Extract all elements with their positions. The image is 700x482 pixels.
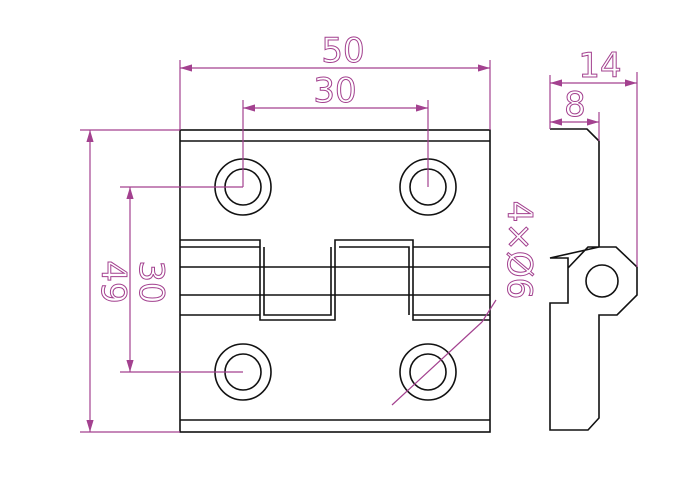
dim-hole-spacing-vertical: 30 (131, 260, 171, 303)
dim-overall-height: 49 (93, 260, 133, 303)
hinge-outline (179, 129, 491, 433)
front-view (179, 129, 491, 433)
pin-hole (585, 264, 619, 298)
dimension-lines (80, 60, 638, 433)
dim-side-thickness: 14 (578, 46, 621, 86)
dim-overall-width: 50 (321, 31, 364, 71)
leaf-split-line (180, 239, 490, 321)
dim-holes: 4×Ø6 (499, 201, 539, 300)
hole-bottom-right (399, 343, 457, 401)
side-view (549, 128, 638, 431)
knuckle-lines (180, 246, 490, 316)
dim-leaf-thickness: 8 (564, 85, 586, 125)
side-profile (549, 128, 638, 431)
dim-hole-spacing-horizontal: 30 (313, 71, 356, 111)
